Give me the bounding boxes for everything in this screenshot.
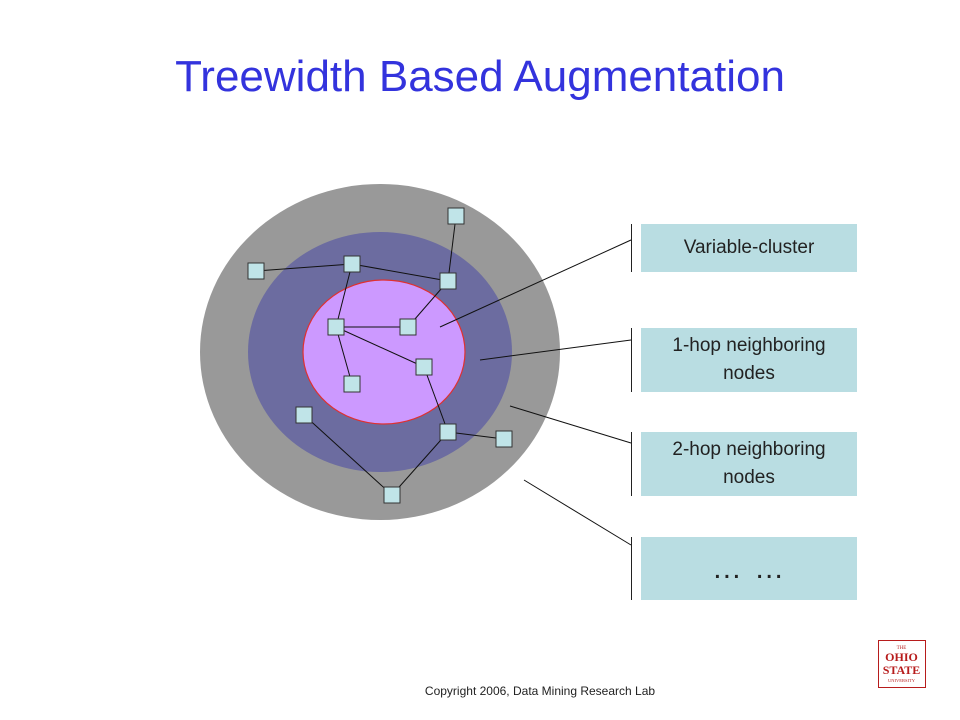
variable-cluster-label: Variable-cluster bbox=[641, 224, 857, 272]
label-bar bbox=[631, 432, 632, 496]
graph-node bbox=[439, 423, 457, 441]
svg-text:STATE: STATE bbox=[883, 663, 921, 677]
graph-node bbox=[439, 272, 457, 290]
edge bbox=[447, 215, 457, 282]
more-label: … … bbox=[641, 537, 857, 600]
edge bbox=[447, 431, 505, 440]
edge bbox=[255, 263, 353, 272]
graph-node bbox=[495, 430, 513, 448]
pointer-2hop bbox=[509, 405, 632, 444]
ohio-state-logo: THE OHIO STATE UNIVERSITY bbox=[878, 640, 926, 688]
variable-cluster-circle bbox=[302, 279, 466, 425]
edge bbox=[351, 263, 449, 282]
one-hop-label: 1-hop neighboring nodes bbox=[641, 328, 857, 392]
edge bbox=[391, 431, 449, 496]
graph-node bbox=[343, 375, 361, 393]
edge bbox=[423, 366, 449, 433]
svg-text:OHIO: OHIO bbox=[885, 650, 918, 664]
slide-title: Treewidth Based Augmentation bbox=[175, 52, 785, 101]
graph-node bbox=[447, 207, 465, 225]
pointer-lines bbox=[439, 239, 632, 546]
svg-text:UNIVERSITY: UNIVERSITY bbox=[888, 678, 916, 683]
graph-node bbox=[327, 318, 345, 336]
two-hop-label: 2-hop neighboring nodes bbox=[641, 432, 857, 496]
graph-nodes bbox=[247, 207, 513, 504]
ohio-state-logo-mark: THE OHIO STATE UNIVERSITY bbox=[883, 646, 921, 683]
label-bar bbox=[631, 224, 632, 272]
pointer-more bbox=[523, 479, 632, 546]
graph-node bbox=[295, 406, 313, 424]
graph-node bbox=[343, 255, 361, 273]
svg-text:THE: THE bbox=[897, 646, 907, 651]
graph-node bbox=[415, 358, 433, 376]
graph-node bbox=[399, 318, 417, 336]
pointer-variable-cluster bbox=[439, 239, 632, 328]
graph-node bbox=[383, 486, 401, 504]
edge bbox=[303, 414, 393, 496]
graph-node bbox=[247, 262, 265, 280]
label-bar bbox=[631, 537, 632, 600]
copyright-footer: Copyright 2006, Data Mining Research Lab bbox=[424, 684, 656, 698]
edge bbox=[335, 326, 353, 385]
label-bar bbox=[631, 328, 632, 392]
pointer-1hop bbox=[479, 339, 632, 361]
edge bbox=[335, 326, 425, 368]
edge bbox=[335, 263, 353, 328]
